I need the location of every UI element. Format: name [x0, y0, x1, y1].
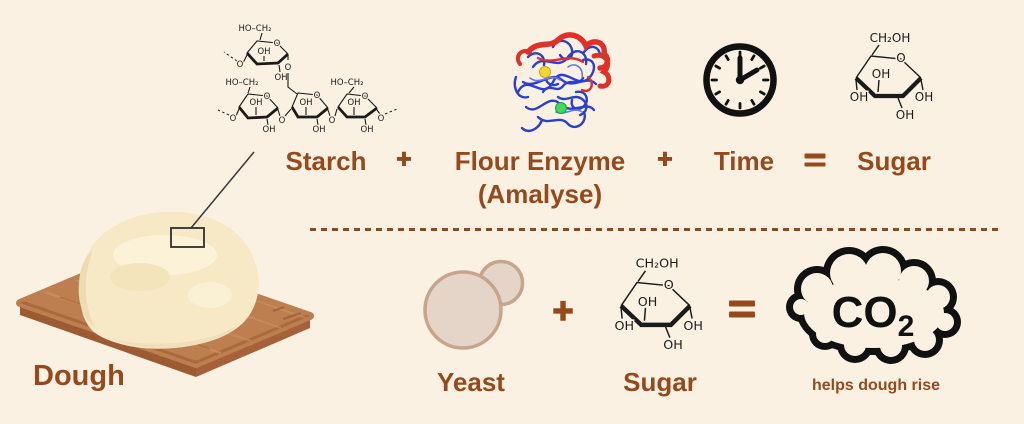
- flour-enzyme-label: Flour Enzyme (Amalyse): [455, 145, 625, 210]
- helps-dough-rise-caption: helps dough rise: [811, 377, 941, 394]
- svg-text:O: O: [664, 277, 674, 292]
- starch-glycosidic-o-1: O: [277, 108, 292, 127]
- cloud-inner: [793, 253, 954, 357]
- dough-callout-line: [190, 151, 255, 229]
- equals-sign-bottom: [729, 300, 755, 318]
- equals-sign-top: [804, 153, 826, 167]
- dough-callout-rect: [170, 227, 205, 248]
- starch-label: Starch: [285, 146, 367, 176]
- starch-ring-middle: O OH OH: [290, 90, 329, 136]
- svg-text:OH: OH: [360, 125, 373, 135]
- starch-ring-right: HO–CH₂ O O OH OH: [329, 77, 398, 136]
- dough-label: Dough: [33, 360, 125, 392]
- yeast-cell-illustration: [423, 259, 525, 350]
- clock-face: [703, 43, 777, 117]
- equals-bar: [804, 153, 826, 158]
- svg-text:O: O: [285, 63, 292, 73]
- co2-label: CO2: [832, 288, 915, 343]
- svg-text:CH₂OH: CH₂OH: [870, 31, 911, 45]
- clock-center-dot: [735, 75, 745, 85]
- equals-bar: [804, 162, 826, 167]
- sugar-label-bottom: Sugar: [623, 367, 697, 397]
- sugar-molecule-bottom: CH₂OH O OH OH OH OH: [613, 254, 705, 354]
- svg-text:OH: OH: [614, 318, 634, 333]
- yeast-label: Yeast: [437, 367, 505, 397]
- flour-enzyme-label-line1: Flour Enzyme: [454, 146, 626, 176]
- svg-text:O: O: [279, 116, 286, 126]
- svg-text:O: O: [230, 114, 237, 124]
- svg-text:OH: OH: [299, 98, 312, 108]
- flour-enzyme-label-line2: (Amalyse): [477, 178, 603, 209]
- svg-text:HO–CH₂: HO–CH₂: [330, 78, 363, 88]
- plus-sign-top: +: [396, 143, 412, 174]
- svg-text:HO–CH₂: HO–CH₂: [238, 24, 271, 34]
- equals-bar: [729, 300, 755, 307]
- clock-icon: [703, 43, 777, 117]
- plus-sign-top-2: +: [657, 143, 673, 174]
- svg-text:OH: OH: [850, 90, 868, 104]
- svg-text:O: O: [314, 91, 321, 101]
- flour-enzyme-illustration: [513, 32, 612, 132]
- svg-text:O: O: [237, 60, 244, 70]
- dashed-divider-line: [310, 228, 998, 231]
- plus-sign-bottom: +: [552, 289, 574, 331]
- dough-ball: [78, 211, 259, 349]
- svg-text:O: O: [896, 51, 905, 65]
- svg-text:OH: OH: [872, 67, 890, 81]
- starch-glycosidic-o-2: O: [327, 108, 338, 127]
- svg-text:OH: OH: [262, 125, 275, 135]
- starch-branch-bond: O: [283, 55, 298, 95]
- svg-text:O: O: [362, 92, 369, 102]
- enzyme-yellow-site: [539, 66, 551, 78]
- sugar-label-top: Sugar: [857, 146, 931, 176]
- time-label: Time: [713, 146, 775, 176]
- svg-text:CH₂OH: CH₂OH: [636, 256, 679, 271]
- svg-text:OH: OH: [663, 337, 683, 352]
- svg-text:O: O: [264, 92, 271, 102]
- svg-text:OH: OH: [638, 294, 658, 309]
- svg-text:O: O: [274, 39, 281, 49]
- svg-text:OH: OH: [347, 98, 360, 108]
- starch-ring-left: HO–CH₂ O O OH OH: [217, 77, 279, 136]
- svg-text:OH: OH: [683, 318, 703, 333]
- svg-text:OH: OH: [249, 98, 262, 108]
- svg-text:HO–CH₂: HO–CH₂: [225, 78, 258, 88]
- svg-text:OH: OH: [915, 90, 933, 104]
- yeast-mother-cell: [423, 270, 503, 350]
- svg-text:O: O: [329, 116, 336, 126]
- starch-ring-top: HO–CH₂ O O OH OH: [223, 23, 289, 84]
- equals-bar: [729, 311, 755, 318]
- enzyme-red-helices: [515, 32, 612, 93]
- clock-ticks: [710, 50, 770, 110]
- svg-text:OH: OH: [274, 73, 287, 83]
- starch-molecule-structure: HO–CH₂ O O OH OH O HO–CH₂ O O OH OH: [217, 23, 398, 136]
- sugar-molecule-top: CH₂OH O OH OH OH OH: [848, 30, 934, 124]
- dough-illustration: [16, 151, 314, 377]
- svg-text:OH: OH: [257, 47, 270, 57]
- enzyme-green-site: [555, 102, 567, 114]
- svg-text:OH: OH: [312, 125, 325, 135]
- svg-text:OH: OH: [896, 108, 914, 122]
- co2-cloud: CO2: [786, 246, 961, 364]
- svg-text:O: O: [378, 114, 385, 124]
